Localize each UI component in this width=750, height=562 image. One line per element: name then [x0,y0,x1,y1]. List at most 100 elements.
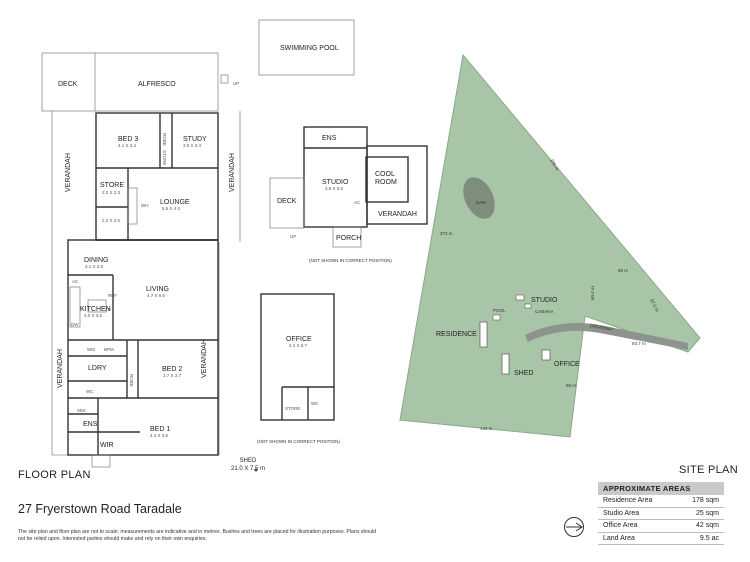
wm-label: WM [87,347,95,352]
area-value: 178 sqm [675,495,724,508]
dim-notch-right: 87.6 m [649,298,660,313]
office-store-label: STORE [285,406,300,411]
dam-shape [463,177,495,219]
study-dim: 3.0 X 3.4 [183,143,202,148]
dw-label: DW [71,322,79,327]
dim-notch-top: 93.7 m [632,341,646,346]
area-value: 42 sqm [675,519,724,533]
north-arrow-icon [564,517,584,537]
site-plan: DAM DRIVEWAY RESIDENCE STUDIO POOL CABAN… [399,53,701,438]
store-dim: 2.2 X 2.3 [102,190,121,195]
residence-label: RESIDENCE [436,331,477,338]
driveway [525,322,688,350]
bed2-dim: 2.7 X 3.7 [163,373,182,378]
studio-porch-label: PORCH [336,235,361,242]
office-dim: 4.2 X 5.7 [289,343,308,348]
wh-label: WH [141,203,149,208]
site-office-label: OFFICE [554,361,580,368]
area-label: Residence Area [598,495,676,508]
ens-label: ENS [83,421,98,428]
living-label: LIVING [146,286,169,293]
verandah-left-top-label: VERANDAH [65,153,72,192]
dim-left: 372 m [440,231,453,236]
office-floor-plan: OFFICE 4.2 X 5.7 STORE WC (NOT SHOWN IN … [257,293,340,444]
dining-label: DINING [84,257,109,264]
alfresco-area [41,52,219,112]
office-shape [541,349,551,361]
site-shed-label: SHED [514,370,533,377]
kitchen-label: KITCHEN [80,306,111,313]
dim-notch-mid: 60.4 m [590,286,595,300]
dim-top: 230 m [549,158,560,172]
bed2-label: BED 2 [162,366,182,373]
studio-deck-label: DECK [277,198,297,205]
ldry-label: LDRY [88,365,107,372]
cool-room-label-line2: ROOM [375,179,397,186]
lounge-label: LOUNGE [160,199,190,206]
wir-label: WIR [100,442,114,449]
bed3-label: BED 3 [118,136,138,143]
shed-name: SHED [239,458,257,464]
area-label: Land Area [598,532,676,545]
table-row: Studio Area 25 sqm [598,507,724,520]
wc-label: WC [86,389,94,394]
area-value: 25 sqm [675,507,724,520]
house-floor-plan: UP DECK ALFRESCO BED 3 4.1 X 3.4 ROBE ST… [41,52,258,472]
kitchen-dim: 3.0 X 3.6 [84,313,103,318]
cabana-label: CABANA [535,309,554,314]
bed1-label: BED 1 [150,426,170,433]
area-value: 9.5 ac [675,532,724,545]
studio-ens-label: ENS [322,135,337,142]
swimming-pool: SWIMMING POOL [258,19,355,76]
pantry-label: P [108,307,111,312]
ac-label: AC [72,279,79,284]
lounge-dim: 5.5 X 4.4 [162,206,181,211]
table-row: Land Area 9.5 ac [598,532,724,545]
areas-table-title: APPROXIMATE AREAS [598,482,724,495]
bed3-dim: 4.1 X 3.4 [118,143,137,148]
dam-label: DAM [476,200,486,205]
robe2-label: ROBE [129,374,134,387]
studio-shape [515,294,525,301]
floor-plan-title: FLOOR PLAN [18,469,91,481]
verandah-right-bottom-label: VERANDAH [201,339,208,378]
studio-label: STUDIO [322,179,349,186]
shed-dim: 21.0 X 7.5 m [231,466,266,472]
site-plan-title: SITE PLAN [679,464,738,476]
studio-up-label: UP [290,234,296,239]
office-wc-label: WC [311,401,319,406]
dim-right-upper: 80 m [618,268,628,273]
approximate-areas-table: APPROXIMATE AREAS Residence Area 178 sqm… [598,482,724,545]
sek-label: SEK [77,408,86,413]
studio-note: (NOT SHOWN IN CORRECT POSITION) [309,258,392,263]
verandah-left-bottom-label: VERANDAH [57,349,64,388]
lower-block-walls [67,239,219,456]
robe-label: ROBE [162,133,167,146]
area-label: Office Area [598,519,676,533]
deck-label: DECK [58,81,78,88]
disclaimer-text: The site plan and floor plan are not to … [18,529,377,542]
store-label: STORE [100,182,124,189]
dining-dim: 3.1 X 2.9 [85,264,104,269]
property-address: 27 Fryerstown Road Taradale [18,502,182,516]
stairs-up-label: UP [233,81,239,86]
cool-room-label-line1: COOL [375,171,395,178]
office-note: (NOT SHOWN IN CORRECT POSITION) [257,439,340,444]
area-label: Studio Area [598,507,676,520]
store-small-label: STORE [162,150,167,165]
residence-shape [479,321,488,348]
driveway-label: DRIVEWAY [590,323,614,332]
land-parcel [399,53,701,438]
bed1-dim: 4.4 X 3.6 [150,433,169,438]
studio-floor-plan: ENS STUDIO 3.8 X 5.0 COOL ROOM DECK VERA… [269,126,428,263]
studio-ac-label: AC [354,200,361,205]
alfresco-label: ALFRESCO [138,81,176,88]
dim-bottom: 142 m [480,426,493,431]
studio-verandah-label: VERANDAH [378,211,417,218]
office-label: OFFICE [286,336,312,343]
site-studio-label: STUDIO [531,297,558,304]
shed-caption: SHED 21.0 X 7.5 m [231,457,265,473]
ref-label: REF [108,293,117,298]
living-dim: 4.7 X 6.5 [147,293,166,298]
bpm-label: BPM [104,347,114,352]
